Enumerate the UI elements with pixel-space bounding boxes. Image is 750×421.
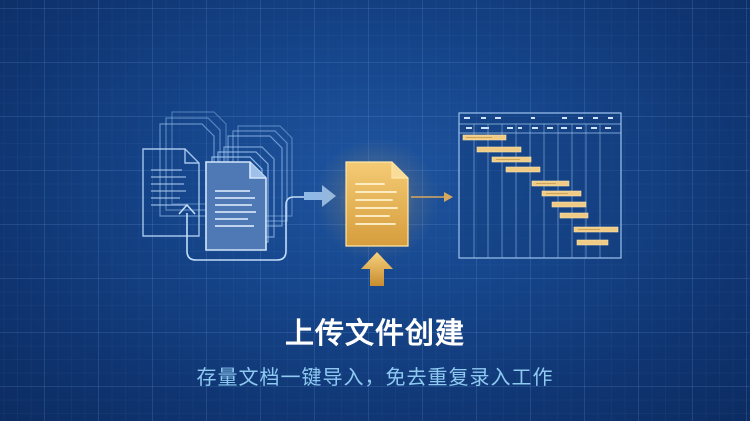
page-title: 上传文件创建 xyxy=(284,316,465,350)
gantt-bar xyxy=(576,239,609,246)
page-subtitle: 存量文档一键导入，免去重复录入工作 xyxy=(196,365,554,389)
arrow-to-chart-icon xyxy=(411,192,453,202)
gantt-bar xyxy=(505,166,541,173)
gantt-bar xyxy=(559,212,589,219)
gantt-chart-icon xyxy=(458,112,622,259)
gantt-bar xyxy=(551,201,587,208)
upload-arrow-icon xyxy=(178,196,312,261)
front-document-icon xyxy=(205,161,267,251)
gold-document-icon xyxy=(345,161,409,247)
up-arrow-icon xyxy=(361,252,393,286)
gantt-bar xyxy=(476,146,522,153)
